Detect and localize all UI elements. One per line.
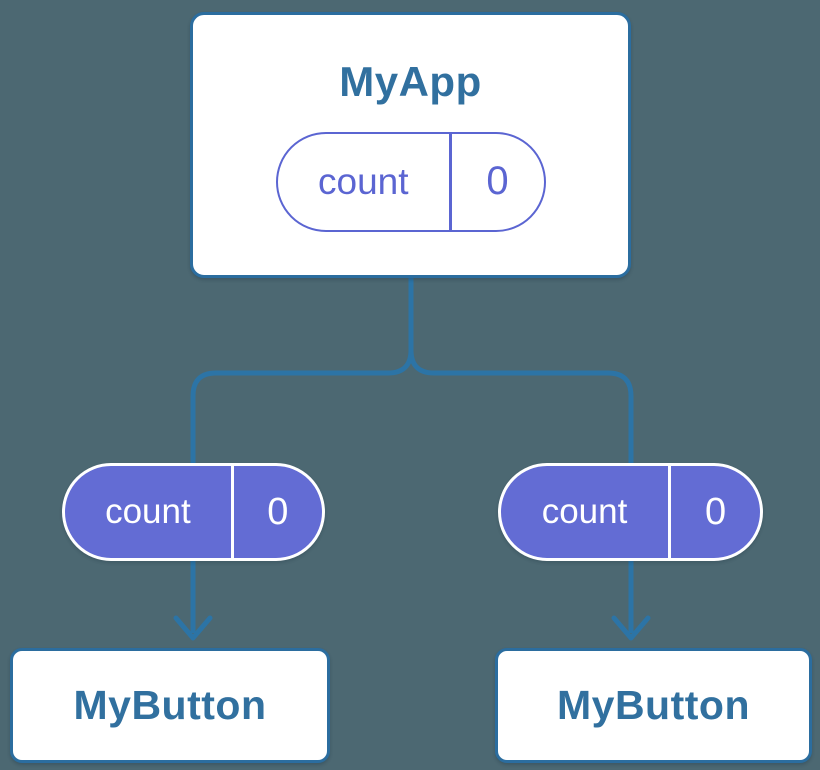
state-value-cell: 0 xyxy=(671,466,760,558)
component-title: MyButton xyxy=(556,682,750,728)
arrow-down-icon xyxy=(611,615,651,641)
component-title: MyApp xyxy=(339,57,482,105)
component-node-mybutton-left: MyButton xyxy=(10,648,330,763)
component-node-myapp: MyApp count 0 xyxy=(190,12,631,278)
state-value-cell: 0 xyxy=(234,466,322,558)
state-pill-left-button: count 0 xyxy=(62,463,325,561)
state-pill-myapp: count 0 xyxy=(275,131,546,232)
pill-divider xyxy=(449,133,452,230)
pill-divider xyxy=(668,466,672,558)
branch-left-line xyxy=(190,278,414,633)
state-pill-right-button: count 0 xyxy=(498,463,763,561)
state-value: 0 xyxy=(486,159,509,203)
branch-right-line xyxy=(408,278,634,633)
state-label: count xyxy=(105,492,191,531)
state-label-cell: count xyxy=(501,466,668,558)
state-value: 0 xyxy=(267,490,289,533)
state-value: 0 xyxy=(704,490,727,533)
pill-divider xyxy=(230,466,234,558)
state-label-cell: count xyxy=(278,134,450,230)
arrow-down-icon xyxy=(173,615,213,641)
state-label-cell: count xyxy=(65,466,231,558)
component-title: MyButton xyxy=(73,682,267,728)
component-node-mybutton-right: MyButton xyxy=(495,648,812,763)
state-value-cell: 0 xyxy=(452,134,544,230)
state-label: count xyxy=(541,492,628,531)
state-label: count xyxy=(318,160,409,202)
